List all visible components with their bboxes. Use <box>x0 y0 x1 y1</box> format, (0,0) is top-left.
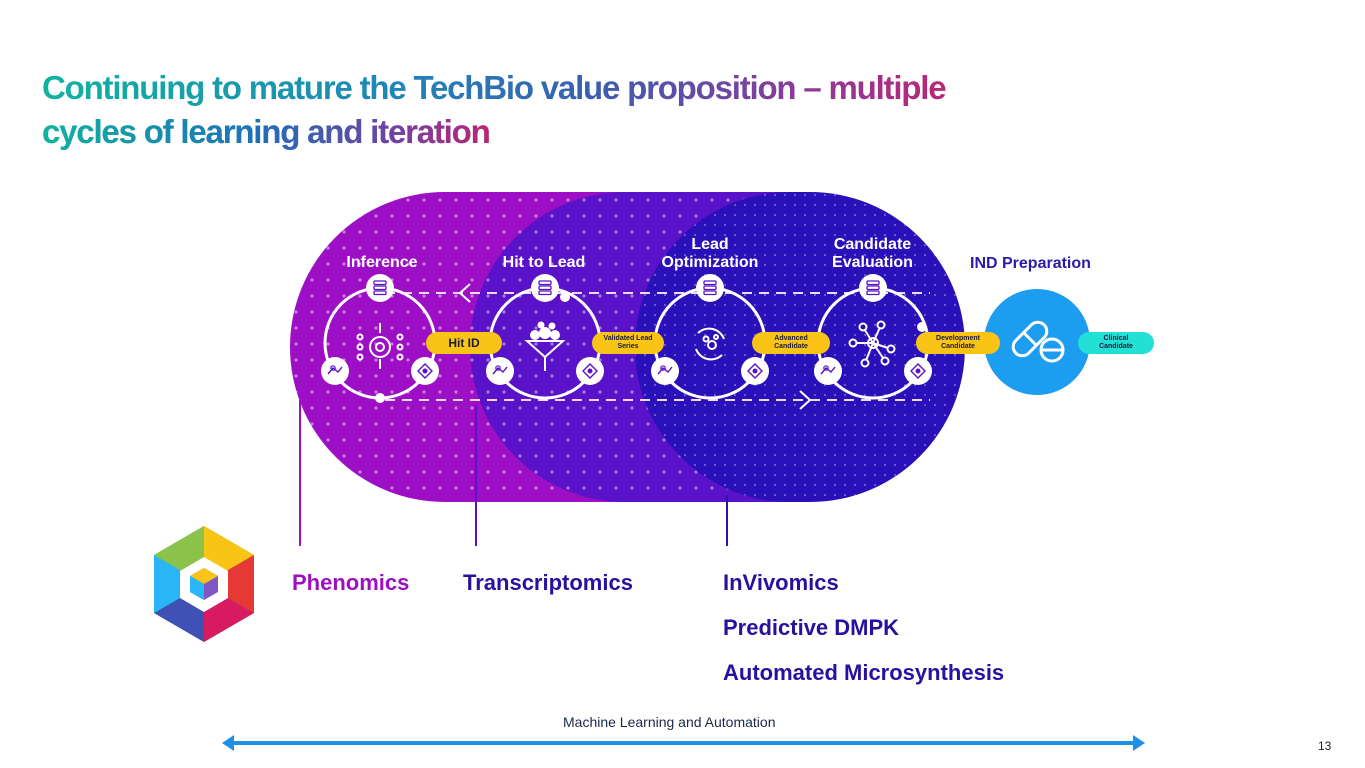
omics-phenomics: Phenomics <box>292 570 410 595</box>
molecule-hub-icon <box>848 320 896 368</box>
omics-transcriptomics: Transcriptomics <box>463 570 633 595</box>
pill-development-candidate: Development Candidate <box>916 332 1000 354</box>
page-number: 13 <box>1318 739 1332 753</box>
loop-node-dot <box>375 393 385 403</box>
molecule-icon <box>814 357 842 385</box>
network-icon <box>576 357 604 385</box>
pill-hit-id: Hit ID <box>426 332 502 354</box>
loop-node-dot <box>917 322 927 332</box>
chevron-left-icon <box>458 283 471 303</box>
pill-validated-lead-series: Validated Lead Series <box>592 332 664 354</box>
chevron-right-icon <box>799 390 812 410</box>
loop-node-dot <box>560 292 570 302</box>
ind-circle <box>984 289 1090 395</box>
database-icon <box>696 274 724 302</box>
molecule-icon <box>321 357 349 385</box>
stage-label-inference: Inference <box>346 254 418 271</box>
database-icon <box>859 274 887 302</box>
slide-title: Continuing to mature the TechBio value p… <box>42 66 1042 154</box>
omics-invivomics: InVivomics <box>723 570 839 595</box>
cycle-cells-icon <box>695 327 725 361</box>
network-icon <box>904 357 932 385</box>
network-gear-icon <box>356 323 404 369</box>
funnel-icon <box>524 321 566 371</box>
molecule-icon <box>486 357 514 385</box>
omics-automated-microsynthesis: Automated Microsynthesis <box>723 660 1005 685</box>
ind-preparation-label: IND Preparation <box>970 255 1091 272</box>
stage-label-candidate-evaluation: Candidate Evaluation <box>832 236 913 271</box>
ml-automation-label: Machine Learning and Automation <box>563 714 776 730</box>
pill-clinical-candidate: Clinical Candidate <box>1078 332 1154 354</box>
ml-automation-arrow <box>222 735 1145 751</box>
omics-predictive-dmpk: Predictive DMPK <box>723 615 900 640</box>
database-icon <box>366 274 394 302</box>
network-icon <box>741 357 769 385</box>
stage-label-lead-optimization: Lead Optimization <box>661 236 759 271</box>
molecule-icon <box>651 357 679 385</box>
company-logo <box>154 526 254 642</box>
database-icon <box>531 274 559 302</box>
pill-advanced-candidate: Advanced Candidate <box>752 332 830 354</box>
pill-icon <box>1011 320 1065 363</box>
title-line-2: cycles of learning and iteration <box>42 110 522 154</box>
stage-label-hit-to-lead: Hit to Lead <box>502 254 586 271</box>
network-icon <box>411 357 439 385</box>
